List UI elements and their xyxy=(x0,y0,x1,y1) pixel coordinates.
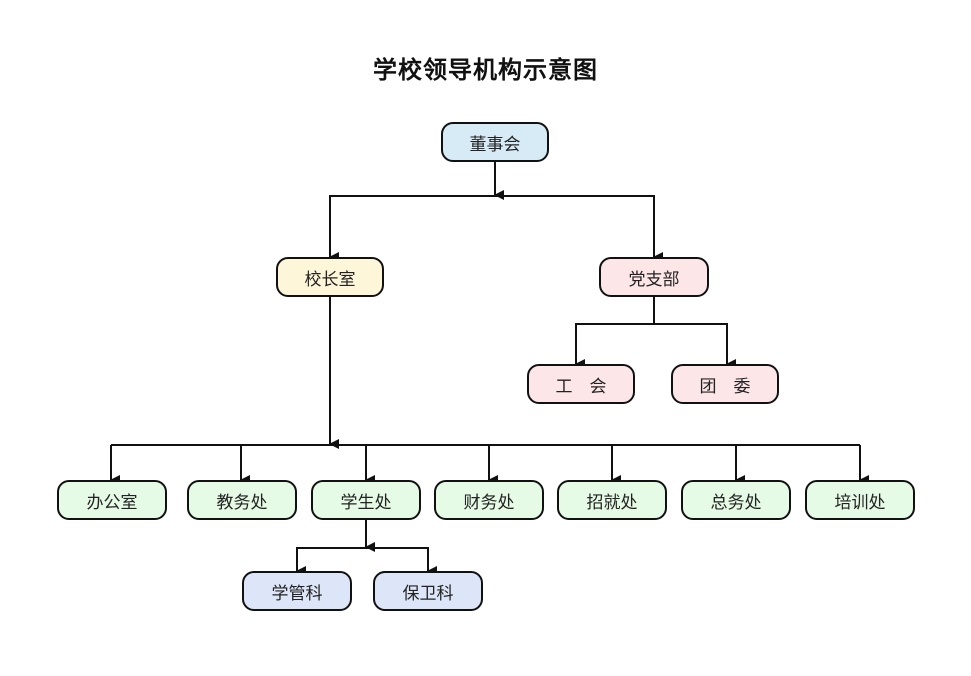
node-principal-office: 校长室 xyxy=(276,257,384,297)
edge-party-league xyxy=(654,323,736,369)
diagram-title: 学校领导机构示意图 xyxy=(373,55,598,84)
node-general-office: 办公室 xyxy=(57,480,167,520)
edge-bus-principal xyxy=(329,195,495,262)
node-enrollment-employment: 招就处 xyxy=(557,480,667,520)
node-security: 保卫科 xyxy=(373,571,483,611)
node-board: 董事会 xyxy=(441,122,549,162)
node-student-affairs: 学生处 xyxy=(311,480,421,520)
edge-security xyxy=(366,547,437,576)
node-party-branch: 党支部 xyxy=(599,257,709,297)
node-general-affairs: 总务处 xyxy=(681,480,791,520)
node-youth-league: 团 委 xyxy=(671,364,779,404)
node-finance: 财务处 xyxy=(434,480,544,520)
edge-party-union xyxy=(575,323,654,369)
node-training: 培训处 xyxy=(805,480,915,520)
node-student-management: 学管科 xyxy=(242,571,352,611)
edge-bus-party xyxy=(495,195,663,262)
edge-student-mgmt xyxy=(296,547,366,576)
node-academic-affairs: 教务处 xyxy=(187,480,297,520)
node-trade-union: 工 会 xyxy=(527,364,635,404)
